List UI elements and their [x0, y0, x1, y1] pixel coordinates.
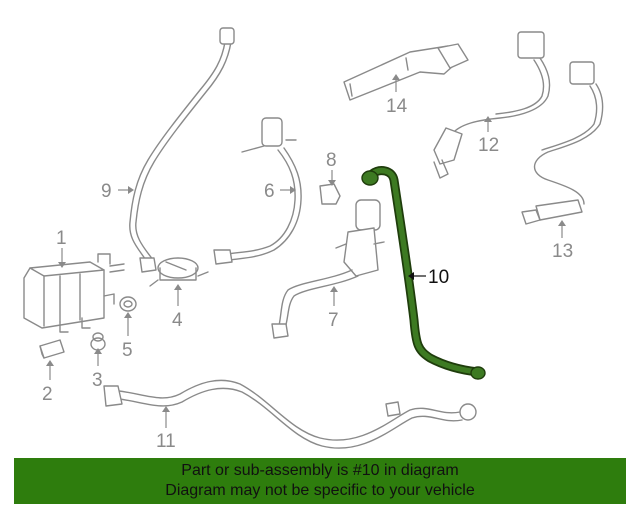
part-11-hose	[103, 379, 477, 449]
callout-11: 11	[156, 431, 176, 452]
callout-6: 6	[264, 181, 275, 202]
part-1-canister	[23, 253, 125, 333]
part-2-bracket	[39, 339, 65, 359]
banner-line-1: Part or sub-assembly is #10 in diagram	[181, 462, 459, 479]
callout-7: 7	[328, 310, 339, 331]
info-banner: Part or sub-assembly is #10 in diagram D…	[14, 458, 626, 504]
part-9-vent-hose	[129, 27, 235, 273]
part-13-oxygen-sensor	[521, 61, 604, 225]
part-6-hose	[213, 117, 302, 265]
callout-13: 13	[552, 241, 573, 262]
part-4-purge-valve	[149, 257, 209, 287]
callout-5: 5	[122, 340, 133, 361]
callout-9: 9	[101, 181, 112, 202]
part-3-grommet	[90, 332, 106, 351]
part-10-highlighted-pipe	[361, 166, 486, 380]
part-7-pump-hose	[271, 199, 385, 339]
callout-14: 14	[386, 96, 408, 117]
part-5-connector	[119, 296, 137, 312]
callout-4: 4	[172, 310, 183, 331]
leader-lines	[46, 74, 566, 428]
callout-2: 2	[42, 384, 53, 405]
part-12-oxygen-sensor	[433, 31, 551, 179]
callout-3: 3	[92, 370, 103, 391]
callout-1: 1	[56, 228, 67, 249]
callout-10: 10	[428, 267, 449, 288]
callout-8: 8	[326, 150, 337, 171]
part-8-clip	[319, 183, 341, 205]
banner-line-2: Diagram may not be specific to your vehi…	[165, 482, 475, 499]
callout-12: 12	[478, 135, 499, 156]
part-14-bracket	[343, 43, 469, 101]
